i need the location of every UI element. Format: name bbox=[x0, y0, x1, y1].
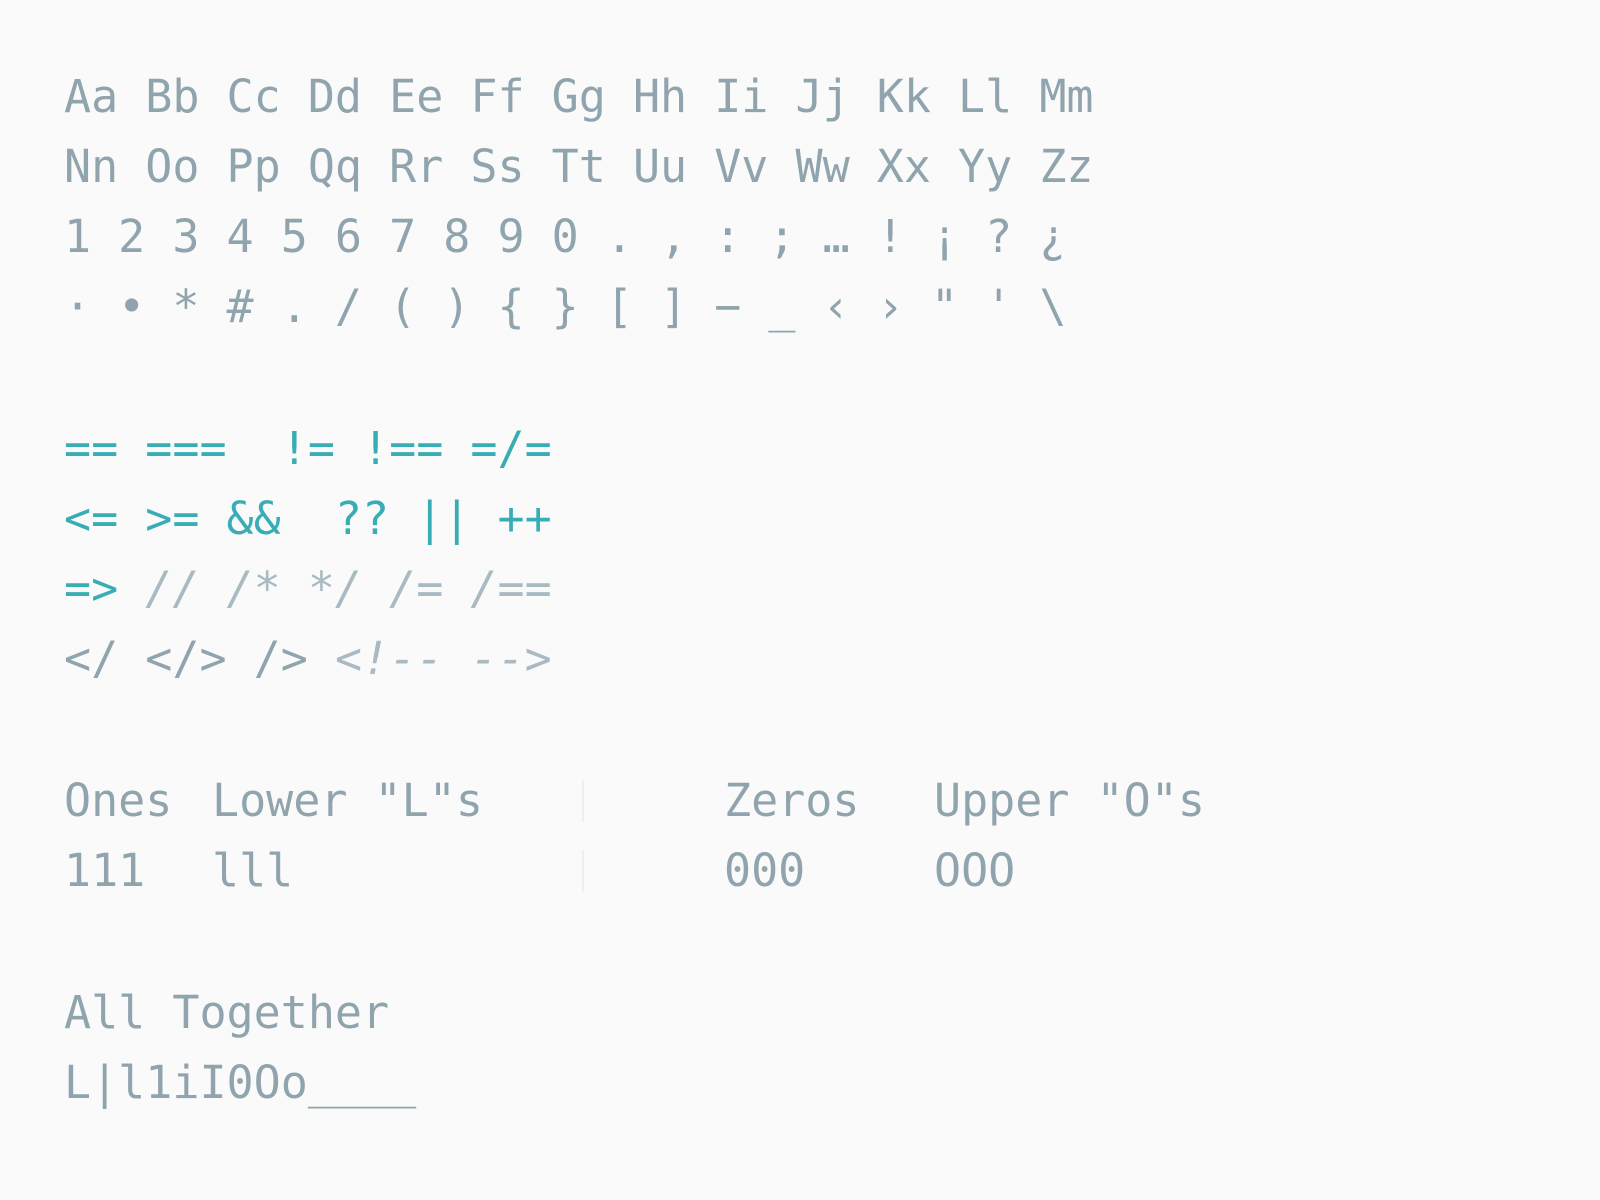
alphabet-line-2: Nn Oo Pp Qq Rr Ss Tt Uu Vv Ww Xx Yy Zz bbox=[64, 140, 1094, 193]
ligature-tag-row: </ </> /> <!-- --> bbox=[64, 624, 1544, 694]
digits-punctuation-line: 1 2 3 4 5 6 7 8 9 0 . , : ; … ! ¡ ? ¿ bbox=[64, 210, 1067, 263]
glyph-comparison: Ones Lower "L"s Zeros Upper "O"s 111 lll… bbox=[64, 766, 1544, 906]
alphabet-line-1: Aa Bb Cc Dd Ee Ff Gg Hh Ii Jj Kk Ll Mm bbox=[64, 70, 1094, 123]
value-upper-o: OOO bbox=[934, 844, 1016, 897]
column-divider bbox=[582, 850, 584, 892]
font-specimen: Aa Bb Cc Dd Ee Ff Gg Hh Ii Jj Kk Ll Mm N… bbox=[64, 62, 1544, 1118]
value-ones: 111 bbox=[64, 844, 146, 897]
section-gap bbox=[64, 694, 1544, 766]
column-divider bbox=[582, 780, 584, 822]
all-together-sample: L|l1iI0Oo____ bbox=[64, 1056, 417, 1109]
header-zeros: Zeros bbox=[724, 774, 860, 827]
html-comment-ligature: <!-- --> bbox=[334, 632, 552, 685]
header-ones: Ones bbox=[64, 774, 173, 827]
section-gap bbox=[64, 342, 1544, 414]
comment-ligatures: // /* */ /= /== bbox=[145, 562, 552, 615]
header-lower-l: Lower "L"s bbox=[212, 774, 483, 827]
ligature-equality-row: == === != !== =/= bbox=[64, 422, 552, 475]
symbols-line: · • * # . / ( ) { } [ ] − _ ‹ › " ' \ bbox=[64, 280, 1067, 333]
ligature-comparison-row: <= >= && ?? || ++ bbox=[64, 492, 552, 545]
tag-ligatures: </ </> /> bbox=[64, 632, 335, 685]
section-gap bbox=[64, 906, 1544, 978]
value-zeros: 000 bbox=[724, 844, 806, 897]
value-lower-l: lll bbox=[212, 844, 294, 897]
all-together-title: All Together bbox=[64, 986, 390, 1039]
arrow-ligature: => bbox=[64, 562, 146, 615]
header-upper-o: Upper "O"s bbox=[934, 774, 1205, 827]
ligature-comment-row: => // /* */ /= /== bbox=[64, 554, 1544, 624]
